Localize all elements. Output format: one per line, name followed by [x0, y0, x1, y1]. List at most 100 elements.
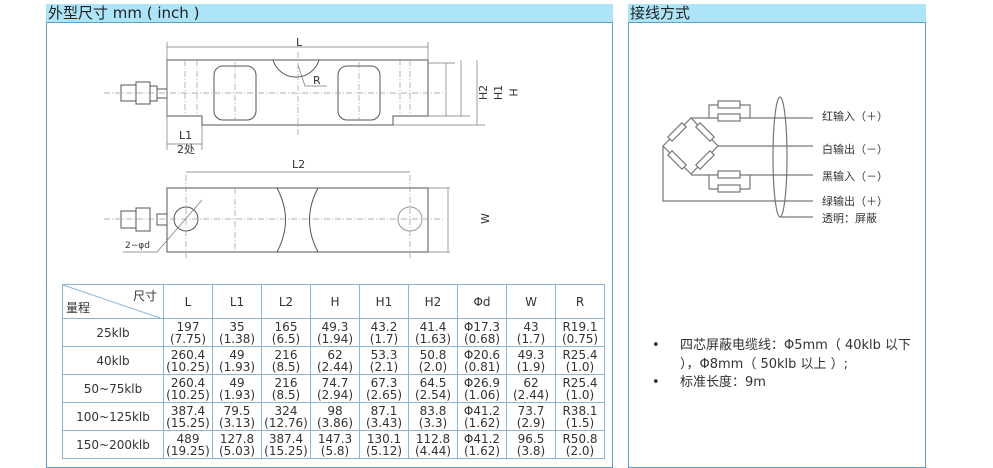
dim-H2-label: H2	[477, 84, 491, 101]
value-cell: R19.1(0.75)	[555, 318, 605, 347]
mm-value: Φ41.2	[463, 431, 501, 446]
dim-W-label: W	[478, 213, 492, 224]
inch-value: (5.8)	[320, 443, 350, 458]
mm-value: 62	[523, 375, 539, 390]
column-header: L2	[261, 284, 311, 319]
mm-value: 50.8	[419, 347, 447, 362]
top-view-drawing	[104, 171, 450, 260]
inch-value: (3.13)	[218, 415, 256, 430]
dim-hole-label: 2−φd	[125, 241, 150, 251]
value-cell: 53.3(2.1)	[359, 346, 409, 375]
corner-bottom-label: 量程	[66, 301, 91, 315]
inch-value: (10.25)	[166, 387, 210, 402]
inch-value: (2.94)	[316, 387, 354, 402]
value-cell: 489(19.25)	[163, 430, 213, 459]
mm-value: 49	[229, 375, 245, 390]
mm-value: 165	[274, 319, 298, 334]
inch-value: (15.25)	[166, 415, 210, 430]
wire-green-label: 绿输出（＋）	[822, 195, 888, 208]
inch-value: (5.03)	[218, 443, 256, 458]
inch-value: (7.75)	[169, 331, 207, 346]
dimensions-panel-title: 外型尺寸 mm ( inch )	[46, 4, 613, 23]
dim-L1-note: 2处	[177, 143, 195, 156]
table-header-row: 尺寸 量程 L L1 L2 H H1 H2 Φd W R	[62, 284, 605, 319]
inch-value: (2.1)	[369, 359, 399, 374]
value-cell: 50.8(2.0)	[408, 346, 458, 375]
wire-shield-label: 透明：屏蔽	[822, 212, 877, 225]
inch-value: (12.76)	[264, 415, 308, 430]
inch-value: (1.62)	[463, 443, 501, 458]
range-cell: 50~75klb	[62, 374, 164, 403]
inch-value: (10.25)	[166, 359, 210, 374]
inch-value: (1.62)	[463, 415, 501, 430]
inch-value: (2.54)	[414, 387, 452, 402]
inch-value: (3.8)	[516, 443, 546, 458]
mm-value: 53.3	[370, 347, 398, 362]
value-cell: 260.4(10.25)	[163, 374, 213, 403]
mm-value: 489	[176, 431, 200, 446]
inch-value: (2.9)	[516, 415, 546, 430]
inch-value: (1.38)	[218, 331, 256, 346]
dim-L1-label: L1	[179, 129, 193, 142]
wiring-panel-title: 接线方式	[628, 4, 926, 23]
mm-value: 260.4	[170, 375, 206, 390]
value-cell: 67.3(2.65)	[359, 374, 409, 403]
inch-value: (0.75)	[561, 331, 599, 346]
mm-value: R19.1	[562, 319, 598, 334]
inch-value: (3.3)	[418, 415, 448, 430]
value-cell: 260.4(10.25)	[163, 346, 213, 375]
mm-value: 324	[274, 403, 298, 418]
inch-value: (1.93)	[218, 359, 256, 374]
inch-value: (0.81)	[463, 359, 501, 374]
value-cell: 112.8(4.44)	[408, 430, 458, 459]
inch-value: (1.06)	[463, 387, 501, 402]
value-cell: R50.8(2.0)	[555, 430, 605, 459]
value-cell: 216(8.5)	[261, 346, 311, 375]
value-cell: 147.3(5.8)	[310, 430, 360, 459]
dim-L2-label: L2	[292, 158, 306, 171]
range-cell: 25klb	[62, 318, 164, 347]
value-cell: 73.7(2.9)	[506, 402, 556, 431]
mm-value: 387.4	[170, 403, 206, 418]
corner-top-label: 尺寸	[132, 289, 157, 303]
inch-value: (1.0)	[565, 359, 595, 374]
inch-value: (1.93)	[218, 387, 256, 402]
value-cell: 165(6.5)	[261, 318, 311, 347]
value-cell: 35(1.38)	[212, 318, 262, 347]
value-cell: 127.8(5.03)	[212, 430, 262, 459]
inch-value: (6.5)	[271, 331, 301, 346]
wiring-diagram	[662, 96, 813, 218]
mm-value: Φ41.2	[463, 403, 501, 418]
value-cell: 49.3(1.9)	[506, 346, 556, 375]
inch-value: (1.63)	[414, 331, 452, 346]
mm-value: R25.4	[562, 347, 598, 362]
mm-value: 73.7	[517, 403, 545, 418]
value-cell: 87.1(3.43)	[359, 402, 409, 431]
value-cell: Φ20.6(0.81)	[457, 346, 507, 375]
mm-value: 49.3	[321, 319, 349, 334]
mm-value: Φ20.6	[463, 347, 501, 362]
column-header: L	[163, 284, 213, 319]
mm-value: 64.5	[419, 375, 447, 390]
range-cell: 40klb	[62, 346, 164, 375]
mm-value: 127.8	[219, 431, 255, 446]
inch-value: (1.9)	[516, 359, 546, 374]
column-header: L1	[212, 284, 262, 319]
value-cell: 49(1.93)	[212, 374, 262, 403]
value-cell: 49(1.93)	[212, 346, 262, 375]
mm-value: R38.1	[562, 403, 598, 418]
inch-value: (3.43)	[365, 415, 403, 430]
value-cell: 79.5(3.13)	[212, 402, 262, 431]
value-cell: 62(2.44)	[310, 346, 360, 375]
value-cell: 130.1(5.12)	[359, 430, 409, 459]
mm-value: 49.3	[517, 347, 545, 362]
column-header: R	[555, 284, 605, 319]
inch-value: (8.5)	[271, 387, 301, 402]
inch-value: (1.94)	[316, 331, 354, 346]
mm-value: 43	[523, 319, 539, 334]
column-header: Φd	[457, 284, 507, 319]
